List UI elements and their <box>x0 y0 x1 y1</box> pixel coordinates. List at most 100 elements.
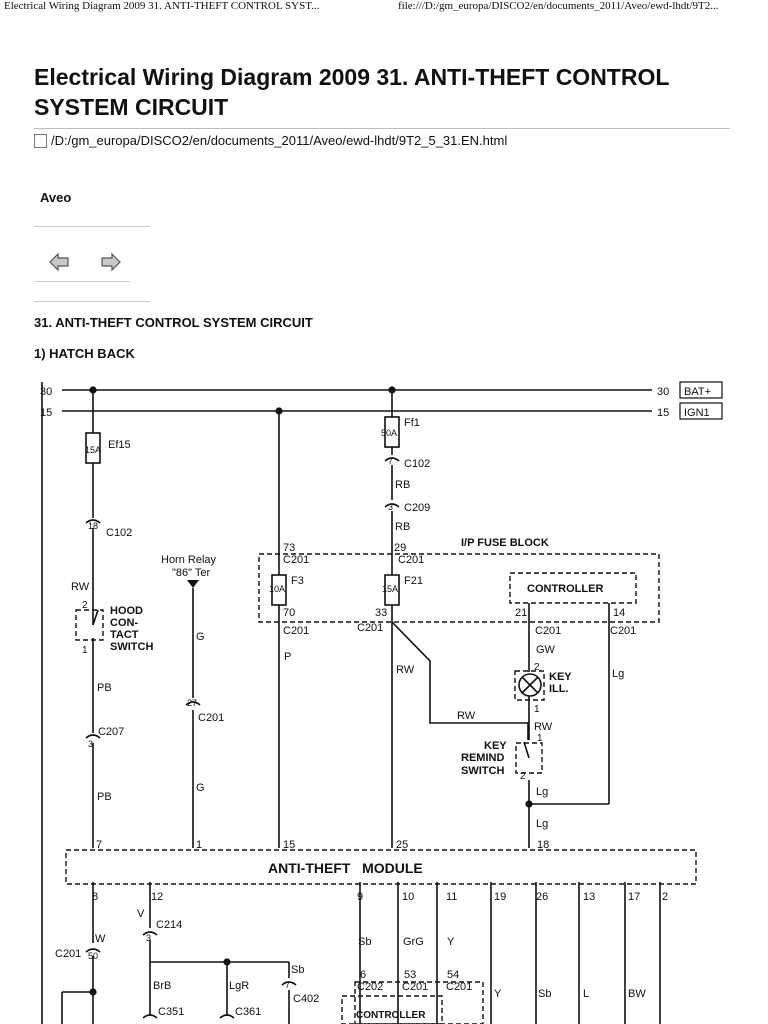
file-path: /D:/gm_europa/DISCO2/en/documents_2011/A… <box>34 133 507 148</box>
wire-brb: BrB <box>153 980 171 992</box>
title-divider <box>34 128 730 129</box>
wire-bw-17: BW <box>628 988 646 1000</box>
key-ill-label-1: KEY <box>549 671 572 683</box>
fb-f21-bottom-conn: C201 <box>357 622 383 634</box>
bottom-pin-54: 54 <box>447 969 459 981</box>
c402-label: C402 <box>293 993 319 1005</box>
bottom-conn-c201-a: C201 <box>402 981 428 993</box>
module-pin-19: 19 <box>494 891 506 903</box>
module-pin-15: 15 <box>283 839 295 851</box>
c102-left-label: C102 <box>106 527 132 539</box>
c201-w-label: C201 <box>55 948 81 960</box>
horn-relay-label-2: "86" Ter <box>172 567 211 579</box>
fuse-f3-rating: 10A <box>269 584 285 594</box>
bat-plus-tag: BAT+ <box>684 386 711 398</box>
wire-sb-26: Sb <box>538 988 551 1000</box>
c102-mid-pin: 7 <box>388 456 393 466</box>
fuse-f3-name: F3 <box>291 575 304 587</box>
wire-lgr: LgR <box>229 980 249 992</box>
arrow-left-icon <box>49 252 69 272</box>
rail-30-right-label: 30 <box>657 386 669 398</box>
c201-horn-label: C201 <box>198 712 224 724</box>
module-pin-2: 2 <box>662 891 668 903</box>
c214-pin: 3 <box>146 933 151 943</box>
back-button[interactable] <box>48 251 70 273</box>
module-pin-10: 10 <box>402 891 414 903</box>
ip-fuse-block-label: I/P FUSE BLOCK <box>461 537 549 549</box>
hood-switch-label-2: CON- <box>110 617 138 629</box>
c209-label: C209 <box>404 502 430 514</box>
section-title: 31. ANTI-THEFT CONTROL SYSTEM CIRCUIT <box>34 315 313 330</box>
module-pin-12: 12 <box>151 891 163 903</box>
wire-rw-cross: RW <box>457 710 476 722</box>
key-ill-pin-2: 2 <box>534 662 540 673</box>
bottom-pin-6: 6 <box>360 969 366 981</box>
fb-ctrl-right-conn: C201 <box>610 625 636 637</box>
rail-15-left-label: 15 <box>40 407 52 419</box>
wire-g-upper: G <box>196 631 205 643</box>
wire-pb-upper: PB <box>97 682 112 694</box>
fb-f3-bottom-conn: C201 <box>283 625 309 637</box>
model-name: Aveo <box>40 190 72 205</box>
hood-switch-label-1: HOOD <box>110 605 143 617</box>
wire-rw-hood: RW <box>71 581 90 593</box>
wire-p: P <box>284 651 291 663</box>
module-pin-26: 26 <box>536 891 548 903</box>
browser-title: Electrical Wiring Diagram 2009 31. ANTI-… <box>4 0 320 12</box>
controller-label: CONTROLLER <box>527 583 603 595</box>
wire-sb-junction: Sb <box>291 964 304 976</box>
wire-y-11: Y <box>447 936 455 948</box>
fb-f3-bottom-pin: 70 <box>283 607 295 619</box>
c361-label: C361 <box>235 1006 261 1018</box>
bottom-conn-c201-b: C201 <box>446 981 472 993</box>
wire-l-13: L <box>583 988 589 1000</box>
remind-switch-label-3: SWITCH <box>461 765 504 777</box>
wire-lg-module: Lg <box>536 818 548 830</box>
fb-f3-top-conn: C201 <box>283 554 309 566</box>
remind-switch-pin-2: 2 <box>520 771 526 782</box>
hood-switch-label-3: TACT <box>110 629 139 641</box>
c201-w-pin: 50 <box>88 951 98 961</box>
fuse-f21-rating: 15A <box>382 584 398 594</box>
rail-15-right-label: 15 <box>657 407 669 419</box>
controller-bottom-label: CONTROLLER <box>356 1010 426 1021</box>
page-title: Electrical Wiring Diagram 2009 31. ANTI-… <box>34 64 669 120</box>
c209-pin: 3 <box>388 502 393 512</box>
wire-v: V <box>137 908 145 920</box>
c207-pin: 3 <box>88 739 93 749</box>
wire-rb-lower: RB <box>395 521 410 533</box>
module-pin-13: 13 <box>583 891 595 903</box>
c102-mid-label: C102 <box>404 458 430 470</box>
file-icon <box>34 133 47 148</box>
fb-f21-top-conn: C201 <box>398 554 424 566</box>
key-ill-label-2: ILL. <box>549 683 569 695</box>
c207-label: C207 <box>98 726 124 738</box>
module-pin-11: 11 <box>446 891 457 903</box>
c201-horn-pin: 27 <box>187 698 197 708</box>
wire-g-lower: G <box>196 782 205 794</box>
wire-lg-right: Lg <box>612 668 624 680</box>
hood-switch-pin-1: 1 <box>82 645 88 656</box>
module-pin-25: 25 <box>396 839 408 851</box>
wire-sb-9: Sb <box>358 936 371 948</box>
file-path-text: /D:/gm_europa/DISCO2/en/documents_2011/A… <box>51 133 508 148</box>
c214-label: C214 <box>156 919 182 931</box>
bottom-pin-53: 53 <box>404 969 416 981</box>
fb-ctrl-left-pin: 21 <box>515 607 527 619</box>
wire-gw: GW <box>536 644 556 656</box>
wire-rb-upper: RB <box>395 479 410 491</box>
fb-f21-bottom-pin: 33 <box>375 607 387 619</box>
c351-label: C351 <box>158 1006 184 1018</box>
fb-f21-top-pin: 29 <box>394 542 406 554</box>
forward-button[interactable] <box>100 251 122 273</box>
wire-grg-10: GrG <box>403 936 424 948</box>
wiring-diagram: 30 15 30 15 BAT+ IGN1 Ef15 15A Ff1 50A F… <box>40 381 723 1024</box>
browser-url: file:///D:/gm_europa/DISCO2/en/documents… <box>398 0 719 12</box>
bottom-conn-c202: C202 <box>357 981 383 993</box>
c102-left-pin: 18 <box>88 521 98 531</box>
key-ill-pin-1: 1 <box>534 704 540 715</box>
fb-f3-top-pin: 73 <box>283 542 295 554</box>
subsection-title: 1) HATCH BACK <box>34 346 135 361</box>
wire-rw-remind: RW <box>534 721 553 733</box>
fuse-f21-name: F21 <box>404 575 423 587</box>
